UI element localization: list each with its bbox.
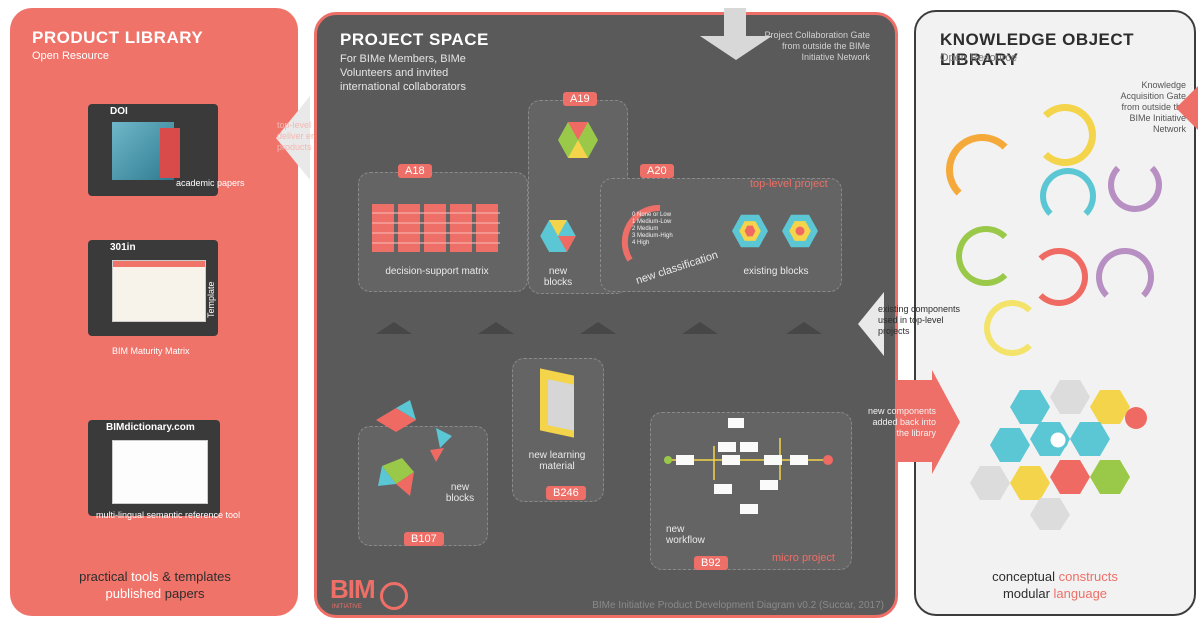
new-workflow-label: new workflow [666,524,705,546]
framework-object-icon [946,134,1018,206]
bime-logo-sub: INITIATIVE [332,604,362,610]
learning-material-label: new learning material [528,450,586,472]
product-tag: DOI [104,104,134,119]
chevron-up-icon [478,322,514,334]
project-id-tag: B246 [546,486,586,500]
project-zone-b107[interactable] [358,426,488,546]
product-side-label: Template [206,281,216,318]
project-zone-b92[interactable] [650,412,852,570]
product-caption: academic papers [176,178,245,188]
project-id-tag: B92 [694,556,728,570]
framework-object-icon [984,300,1040,356]
product-tag: BIMdictionary.com [100,420,201,435]
new-components-arrow-icon [932,370,960,474]
framework-object-icon [1096,248,1154,306]
existing-components-note: existing components used in top-level pr… [878,304,961,336]
hexagon-block-icon [732,214,768,248]
triangle-blocks-icon [376,400,452,496]
top-level-project-label: top-level project [750,178,828,190]
matrix-template-image [112,260,206,322]
existing-components-arrow-icon [858,292,884,356]
classification-list: 0 None or Low 1 Medium-Low 2 Medium 3 Me… [632,212,673,246]
product-library-subtitle: Open Resource [32,50,110,62]
workflow-diagram-icon [664,418,833,514]
framework-object-icon [1030,248,1088,306]
product-tag: 301in [104,240,142,255]
collaboration-gate-arrow-icon [724,8,746,38]
framework-object-icon [1040,168,1096,224]
classification-gauge-icon [621,204,661,262]
existing-blocks-label: existing blocks [743,266,809,277]
project-id-tag: B107 [404,532,444,546]
hexagon-block-icon [782,214,818,248]
new-components-note: new components added back into the libra… [867,406,936,438]
knowledge-gate-arrow-icon [1176,86,1198,130]
new-blocks-label: new blocks [543,266,573,288]
chevron-up-icon [786,322,822,334]
collaboration-gate-arrow-icon [700,36,772,60]
product-caption: multi-lingual semantic reference tool [96,510,241,520]
deliver-note: top-level projects deliver end products [277,120,346,152]
product-caption: BIM Maturity Matrix [112,346,190,356]
hexagon-block-icon [540,220,576,252]
decision-matrix-graphic [372,204,500,252]
knowledge-library-footer: conceptual constructs modular language [992,569,1118,601]
new-components-arrow-icon [898,380,934,462]
paper-cover-image [160,128,180,178]
framework-object-icon [1108,158,1162,212]
project-id-tag: A18 [398,164,432,178]
project-id-tag: A20 [640,164,674,178]
dictionary-page-image [112,440,208,504]
bime-logo-e-icon [380,582,408,610]
knowledge-library-title: KNOWLEDGE OBJECT LIBRARY [940,30,1135,69]
framework-object-icon [1034,104,1096,166]
chevron-up-icon [580,322,616,334]
project-space-subtitle: For BIMe Members, BIMe Volunteers and in… [340,53,466,93]
learning-material-icon [548,379,574,431]
knowledge-hexagon-cluster [970,380,1147,530]
hexagon-block-icon [558,122,598,158]
project-space-title: PROJECT SPACE [340,30,489,49]
product-library-footer: practical tools & templates published pa… [79,569,231,601]
project-id-tag: A19 [563,92,597,106]
framework-object-icon [956,226,1016,286]
chevron-up-icon [376,322,412,334]
decision-matrix-label: decision-support matrix [385,266,489,277]
diagram-credit: BIMe Initiative Product Development Diag… [592,600,884,611]
deliver-arrow-icon [276,96,310,180]
knowledge-gate-note: Knowledge Acquisition Gate from outside … [1120,80,1186,134]
bime-logo: BIM [330,574,376,604]
chevron-up-icon [682,322,718,334]
micro-project-label: micro project [772,552,835,564]
product-library-title: PRODUCT LIBRARY [32,28,204,47]
knowledge-library-subtitle: Open Resource [940,52,1018,64]
new-blocks-label: new blocks [445,482,475,504]
collaboration-gate-note: Project Collaboration Gate from outside … [764,30,870,62]
